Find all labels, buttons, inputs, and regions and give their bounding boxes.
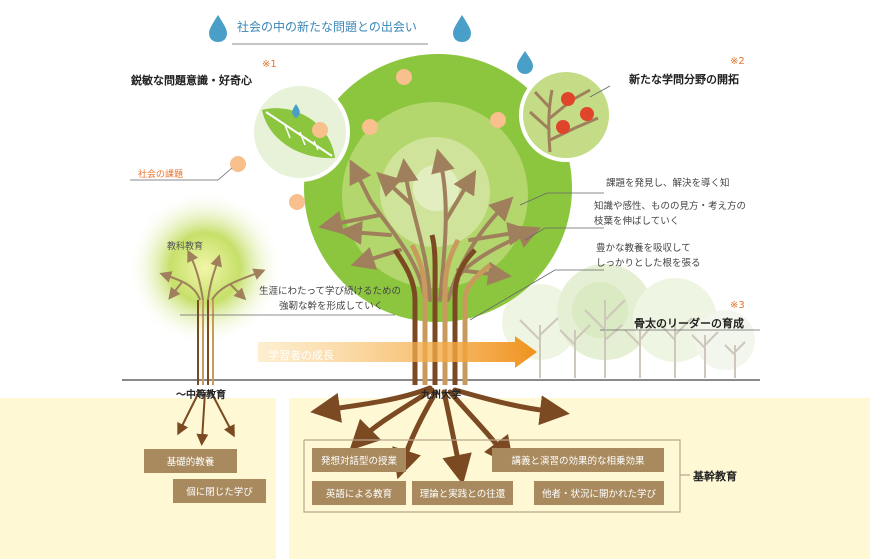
core-education-label: 基幹教育	[693, 470, 737, 483]
growth-arrow	[258, 336, 537, 368]
social-issue-dots	[230, 69, 506, 210]
curiosity-circle	[250, 82, 350, 182]
water-drop-icons	[209, 15, 533, 74]
secondary-education-label: ～中等教育	[176, 390, 226, 401]
core-box-theory-practice: 理論と実践との往還	[412, 481, 513, 505]
new-field-circle	[519, 68, 613, 162]
new-field-label: 新たな学問分野の開拓	[629, 73, 739, 86]
leader-mark: ※3	[730, 300, 745, 311]
small-tree	[159, 249, 266, 446]
core-box-english-education: 英語による教育	[312, 481, 406, 505]
big-tree-trunk	[392, 234, 492, 385]
big-tree-roots	[310, 385, 570, 485]
leader-lines	[130, 43, 760, 331]
small-tree-crown-label: 教科教育	[167, 242, 204, 252]
curiosity-label: 鋭敏な問題意識・好奇心	[131, 74, 252, 87]
branches-annotation-2: 枝葉を伸ばしていく	[594, 216, 680, 227]
small-tree-crown	[127, 190, 283, 346]
trunk-annotation-2: 強靭な幹を形成していく	[279, 301, 384, 312]
leader-label: 骨太のリーダーの育成	[634, 317, 744, 330]
core-box-dialogue-class: 発想対話型の授業	[312, 448, 406, 472]
discover-annotation: 課題を発見し、解決を導く知	[606, 178, 730, 189]
secondary-box-basic-liberal-arts: 基礎的教養	[144, 449, 237, 473]
roots-annotation-2: しっかりとした根を張る	[596, 258, 701, 269]
background-trees	[502, 264, 755, 378]
branches-annotation-1: 知識や感性、ものの見方・考え方の	[594, 201, 747, 212]
core-box-open-learning: 他者・状況に開かれた学び	[534, 481, 664, 505]
social-issues-label: 社会の課題	[138, 170, 184, 180]
trunk-annotation-1: 生涯にわたって学び続けるための	[259, 286, 402, 297]
curiosity-mark: ※1	[262, 59, 277, 70]
secondary-box-closed-learning: 個に閉じた学び	[173, 479, 266, 503]
core-education-bracket	[303, 439, 681, 513]
growth-arrow-label: 学習者の成長	[268, 349, 334, 362]
core-box-lecture-exercise: 講義と演習の効果的な相乗効果	[492, 448, 664, 472]
new-field-mark: ※2	[730, 56, 745, 67]
university-label: 九州大学	[421, 390, 461, 401]
header-title: 社会の中の新たな問題との出会い	[237, 20, 417, 34]
ground-right	[289, 398, 870, 559]
roots-annotation-1: 豊かな教養を吸収して	[596, 243, 691, 254]
